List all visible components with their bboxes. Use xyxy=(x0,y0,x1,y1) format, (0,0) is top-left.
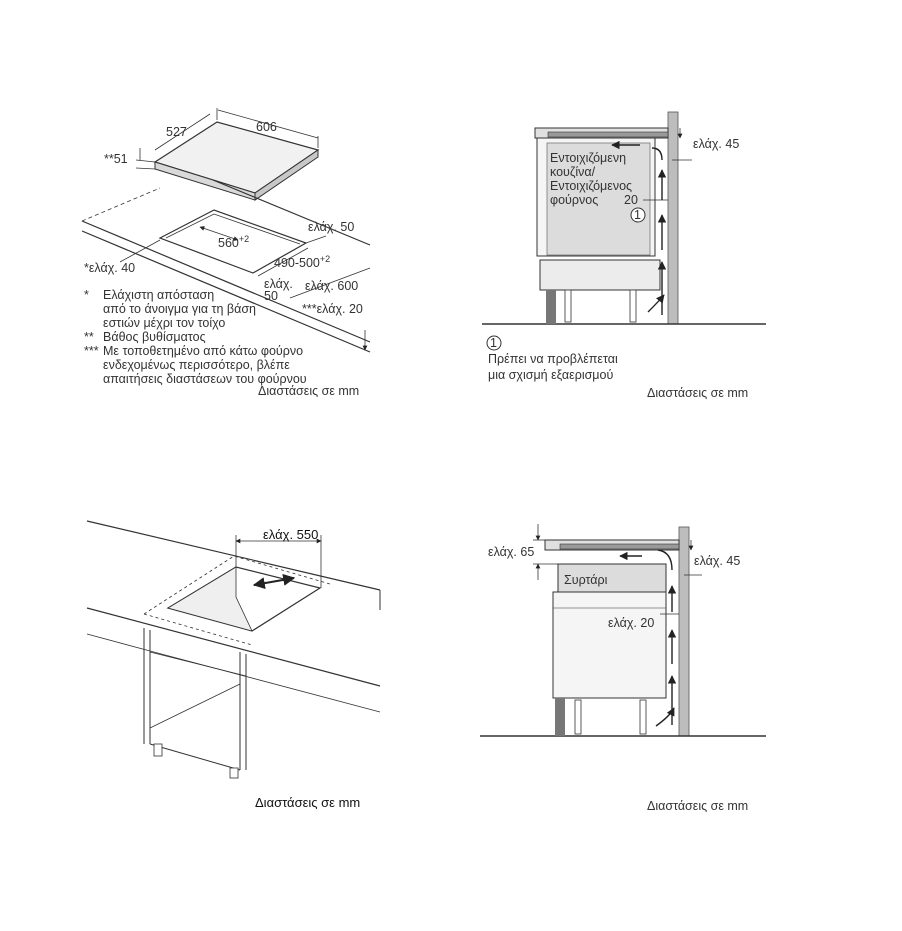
units-label-3: Διαστάσεις σε mm xyxy=(255,795,360,810)
wall xyxy=(667,111,679,325)
note-mark-3: *** xyxy=(84,344,99,358)
min-45-label-4: ελάχ. 45 xyxy=(694,554,740,568)
height-label: **51 xyxy=(104,152,128,166)
note-3-line-3: απαιτήσεις διαστάσεων του φούρνου xyxy=(103,372,307,386)
depth-label: 527 xyxy=(166,125,187,139)
note-1-line-3: εστιών μέχρι τον τοίχο xyxy=(103,316,225,330)
note-circle-icon xyxy=(486,335,502,351)
min-50-label: ελάχ. 50 xyxy=(308,220,354,234)
vent-circle-icon xyxy=(630,207,646,223)
vent-note-line-1: Πρέπει να προβλέπεται xyxy=(488,352,618,366)
note-circle-number: 1 xyxy=(490,336,497,350)
note-mark-1: * xyxy=(84,288,89,302)
units-label-4: Διαστάσεις σε mm xyxy=(647,799,748,813)
drawer-label: Συρτάρι xyxy=(564,573,608,587)
min-20-label-4: ελάχ. 20 xyxy=(608,616,654,630)
cutout-depth-label: 490-500+2 xyxy=(274,254,330,270)
min-600-label: ελάχ. 600 xyxy=(305,279,358,293)
figure-cutout-dimensions: 527 606 **51 560+2 490-500+2 ελάχ. 50 *ε… xyxy=(81,108,371,398)
fifty-label: 50 xyxy=(264,289,278,303)
note-2-line-1: Βάθος βυθίσματος xyxy=(103,330,206,344)
note-1-line-1: Ελάχιστη απόσταση xyxy=(103,288,214,302)
footnotes: * Ελάχιστη απόσταση από το άνοιγμα για τ… xyxy=(84,288,307,386)
drawer xyxy=(557,563,667,593)
min-40-label: *ελάχ. 40 xyxy=(84,261,135,275)
note-3-line-2: ενδεχομένως περισσότερο, βλέπε xyxy=(103,358,290,372)
min-45-label-2: ελάχ. 45 xyxy=(693,137,739,151)
vent-circle-number: 1 xyxy=(634,208,641,222)
figure-cabinet-perspective: ελάχ. 550 Διαστάσεις σε mm xyxy=(86,520,381,810)
min-text-label: ελάχ. xyxy=(264,277,293,291)
twenty-label: 20 xyxy=(624,193,638,207)
oven-label-4: φούρνος xyxy=(550,193,598,207)
cutout-width-label: 560+2 xyxy=(218,234,249,250)
min-550-label: ελάχ. 550 xyxy=(263,527,318,542)
oven-label-1: Εντοιχιζόμενη xyxy=(550,151,626,165)
note-1-line-2: από το άνοιγμα για τη βάση xyxy=(103,302,256,316)
figure-oven-side: Εντοιχιζόμενη κουζίνα/ Εντοιχιζόμενος φο… xyxy=(482,111,766,400)
note-3-line-1: Με τοποθετημένο από κάτω φούρνο xyxy=(103,344,303,358)
units-label-1: Διαστάσεις σε mm xyxy=(258,384,359,398)
figure-drawer-side: Συρτάρι ελάχ. 65 ελάχ. 45 ελάχ. 20 Διαστ… xyxy=(480,524,766,813)
width-label: 606 xyxy=(256,120,277,134)
oven-label-2: κουζίνα/ xyxy=(550,165,596,179)
oven-label-3: Εντοιχιζόμενος xyxy=(550,179,632,193)
oven-box xyxy=(546,142,651,256)
min-65-label: ελάχ. 65 xyxy=(488,545,534,559)
min-20-label: ***ελάχ. 20 xyxy=(302,302,363,316)
units-label-2: Διαστάσεις σε mm xyxy=(647,386,748,400)
note-mark-2: ** xyxy=(84,330,94,344)
wall-2 xyxy=(678,526,690,737)
vent-note-line-2: μια σχισμή εξαερισμού xyxy=(488,368,613,382)
